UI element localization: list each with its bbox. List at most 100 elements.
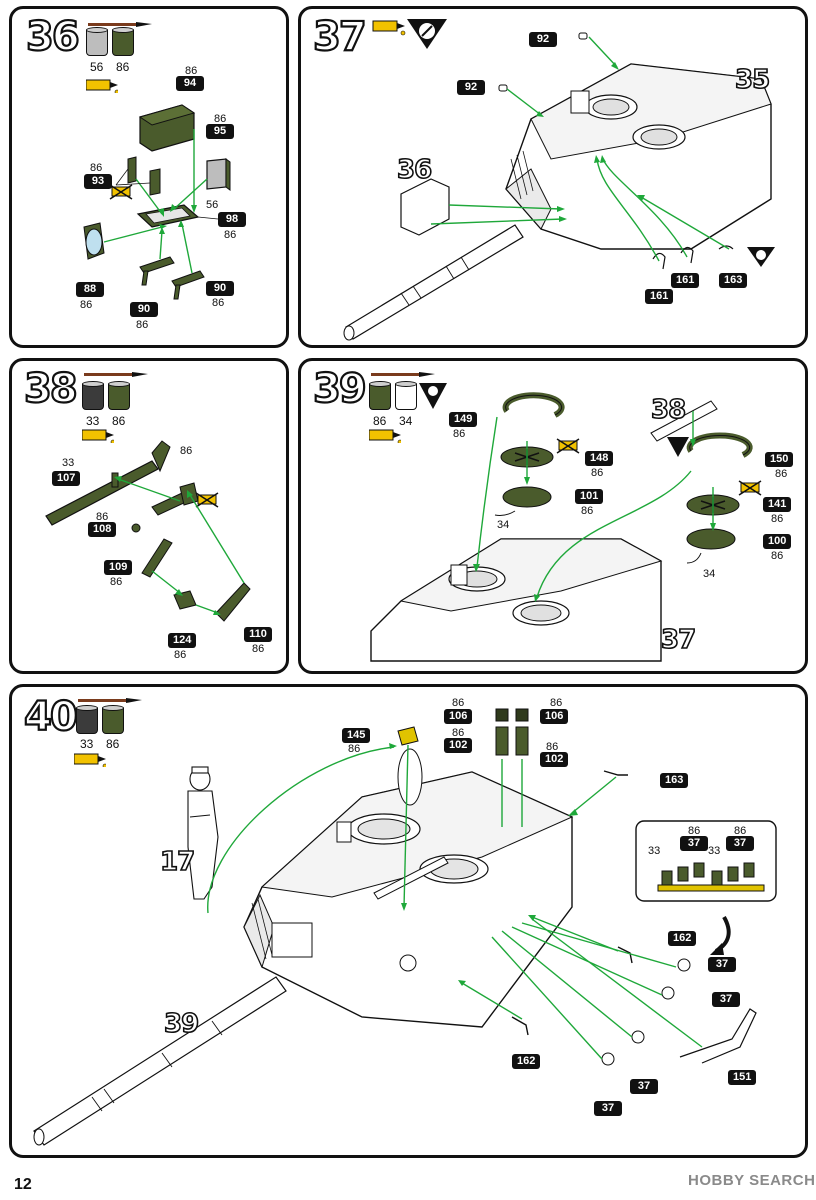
part-149-color: 86 xyxy=(453,428,466,440)
no-glue-icon xyxy=(195,492,219,508)
page-number: 12 xyxy=(14,1176,32,1193)
part-108-badge: 108 xyxy=(88,522,117,537)
cement-glue-icon xyxy=(369,429,401,443)
part-101-color: 86 xyxy=(581,505,594,517)
part-37c-badge: 37 xyxy=(630,1079,658,1094)
part-92b-badge: 92 xyxy=(457,80,485,95)
part-150-color: 86 xyxy=(775,468,788,480)
part-101-sub-color: 34 xyxy=(497,519,510,531)
cement-glue-icon xyxy=(372,20,406,36)
inset-part-37a-badge: 37 xyxy=(680,836,708,851)
inset-sub-a: 33 xyxy=(648,845,661,857)
step-38-drawing xyxy=(45,440,251,622)
step-39-drawing xyxy=(370,383,762,662)
part-88-badge: 88 xyxy=(76,282,104,297)
thin-cement-icon xyxy=(407,19,447,49)
step-36-panel: 36 56 86 86 94 86 95 56 86 93 98 86 88 8… xyxy=(9,6,289,348)
part-107-badge: 107 xyxy=(52,471,81,486)
inset-part-37b-badge: 37 xyxy=(726,836,754,851)
paint-code-1: 33 xyxy=(86,414,100,428)
part-93-color: 86 xyxy=(90,162,103,174)
watermark: HOBBY SEARCH xyxy=(688,1172,816,1189)
step-number: 40 xyxy=(23,694,79,740)
step-37-drawing xyxy=(343,19,775,341)
part-102b-badge: 102 xyxy=(540,752,569,767)
part-109-color: 86 xyxy=(110,576,123,588)
part-141-color: 86 xyxy=(771,513,784,525)
part-108-color: 86 xyxy=(96,511,109,523)
ref-step-38: 38 xyxy=(650,395,687,425)
inset-color-a: 86 xyxy=(688,825,701,837)
part-90a-badge: 90 xyxy=(130,302,158,317)
part-107-end-color: 86 xyxy=(180,445,193,457)
inset-sub-b: 33 xyxy=(708,845,721,857)
cement-glue-icon xyxy=(74,753,106,767)
paint-code-2: 86 xyxy=(106,737,120,751)
no-glue-icon xyxy=(109,184,133,200)
part-88-color: 86 xyxy=(80,299,93,311)
part-149-badge: 149 xyxy=(449,412,478,427)
cement-glue-icon xyxy=(82,429,114,443)
part-124-color: 86 xyxy=(174,649,187,661)
part-94-color: 86 xyxy=(185,65,198,77)
part-95-badge: 95 xyxy=(206,124,234,139)
step-number: 36 xyxy=(25,14,81,60)
crew-figure xyxy=(187,766,219,900)
cement-glue-icon xyxy=(86,79,118,93)
paint-code-2: 34 xyxy=(399,414,413,428)
ref-step-17: 17 xyxy=(159,847,196,877)
step-37-panel: 37 92 92 35 36 161 161 163 xyxy=(298,6,808,348)
part-100-badge: 100 xyxy=(763,534,792,549)
paint-brush-icon xyxy=(78,698,142,703)
paint-pot-1 xyxy=(76,705,98,735)
no-glue-icon xyxy=(556,438,580,454)
part-102a-color: 86 xyxy=(452,727,465,739)
paint-pot-2 xyxy=(395,381,417,411)
part-106a-color: 86 xyxy=(452,697,465,709)
step-number: 38 xyxy=(23,366,79,412)
paint-code-1: 56 xyxy=(90,60,104,74)
step-number: 39 xyxy=(312,366,368,412)
part-100-sub-color: 34 xyxy=(703,568,716,580)
step-36-drawing xyxy=(83,104,231,300)
part-37b-badge: 37 xyxy=(712,992,740,1007)
part-107-color: 33 xyxy=(62,457,75,469)
part-110-badge: 110 xyxy=(244,627,272,642)
step-40-drawing xyxy=(33,708,777,1146)
ref-step-36: 36 xyxy=(396,155,433,185)
part-145-color: 86 xyxy=(348,743,361,755)
part-162a-badge: 162 xyxy=(668,931,697,946)
part-37a-badge: 37 xyxy=(708,957,736,972)
part-98-badge: 98 xyxy=(218,212,246,227)
part-95-sub-color: 56 xyxy=(206,199,219,211)
step-38-panel: 38 33 86 33 107 86 86 108 109 86 124 86 … xyxy=(9,358,289,674)
part-150-badge: 150 xyxy=(765,452,794,467)
part-94-badge: 94 xyxy=(176,76,204,91)
thin-cement-icon xyxy=(419,383,447,409)
no-glue-icon-2 xyxy=(738,480,762,496)
paint-code-2: 86 xyxy=(112,414,126,428)
part-110-color: 86 xyxy=(252,643,265,655)
part-90a-color: 86 xyxy=(136,319,149,331)
part-148-badge: 148 xyxy=(585,451,614,466)
part-92a-badge: 92 xyxy=(529,32,557,47)
part-98-color: 86 xyxy=(224,229,237,241)
ref-step-37: 37 xyxy=(660,625,697,655)
part-100-color: 86 xyxy=(771,550,784,562)
part-106a-badge: 106 xyxy=(444,709,473,724)
part-163-badge: 163 xyxy=(660,773,689,788)
part-109-badge: 109 xyxy=(104,560,133,575)
paint-pot-2 xyxy=(112,27,134,57)
part-106b-badge: 106 xyxy=(540,709,569,724)
part-162b-badge: 162 xyxy=(512,1054,541,1069)
paint-pot-1 xyxy=(369,381,391,411)
part-37d-badge: 37 xyxy=(594,1101,622,1116)
part-102a-badge: 102 xyxy=(444,738,473,753)
paint-brush-icon xyxy=(88,22,152,27)
paint-code-1: 86 xyxy=(373,414,387,428)
part-163-badge: 163 xyxy=(719,273,748,288)
part-90b-badge: 90 xyxy=(206,281,234,296)
paint-brush-icon xyxy=(371,372,435,377)
part-161a-badge: 161 xyxy=(645,289,674,304)
inset-color-b: 86 xyxy=(734,825,747,837)
